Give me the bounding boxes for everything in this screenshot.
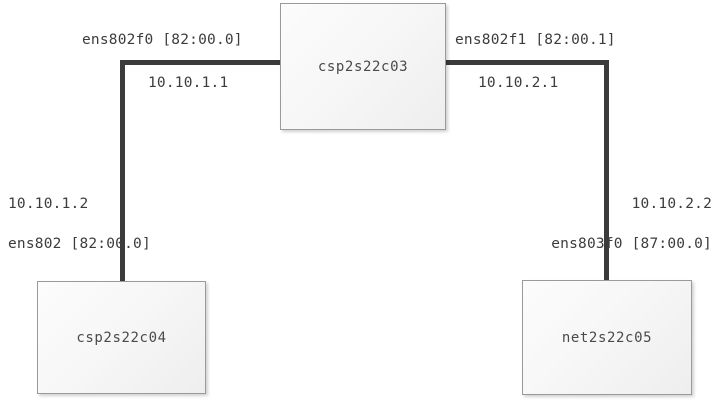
ip-label-10-10-2-2: 10.10.2.2 xyxy=(631,196,712,212)
interface-label-ens802f0: ens802f0 [82:00.0] xyxy=(82,32,243,48)
node-csp2s22c03[interactable]: csp2s22c03 xyxy=(280,3,446,130)
node-csp2s22c04-label: csp2s22c04 xyxy=(76,329,167,346)
ip-label-10-10-1-2: 10.10.1.2 xyxy=(8,196,89,212)
interface-label-ens803f0: ens803f0 [87:00.0] xyxy=(551,236,712,252)
node-net2s22c05[interactable]: net2s22c05 xyxy=(522,280,692,395)
node-net2s22c05-label: net2s22c05 xyxy=(561,329,653,346)
ip-label-10-10-2-1: 10.10.2.1 xyxy=(478,75,559,91)
interface-label-ens802: ens802 [82:00.0] xyxy=(8,236,151,252)
ip-label-10-10-1-1: 10.10.1.1 xyxy=(148,75,229,91)
interface-label-ens802f1: ens802f1 [82:00.1] xyxy=(455,32,616,48)
node-csp2s22c03-label: csp2s22c03 xyxy=(317,58,409,75)
node-csp2s22c04[interactable]: csp2s22c04 xyxy=(37,281,206,394)
